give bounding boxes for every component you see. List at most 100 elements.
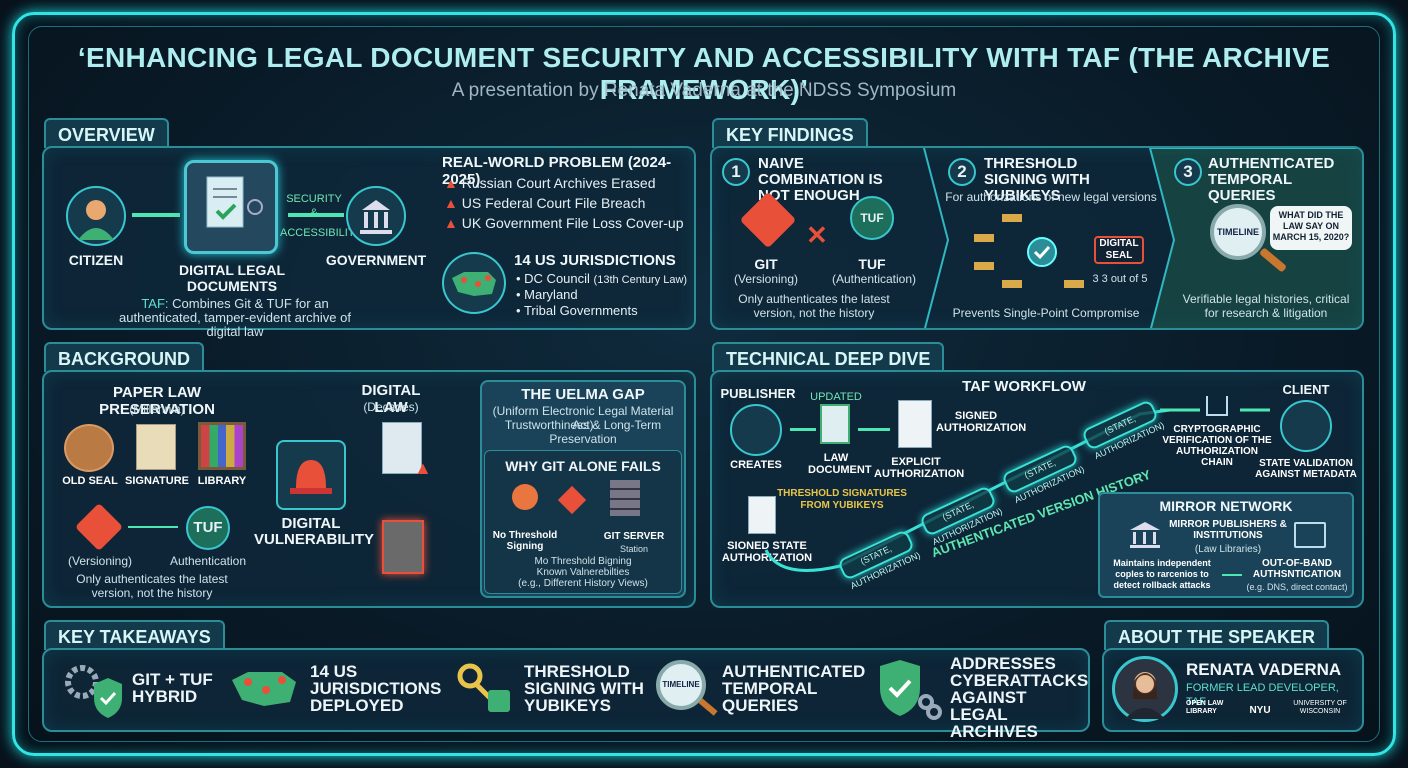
warning-icon: ▲	[444, 195, 458, 211]
state-validation-label: STATE VALIDATION AGAINST METADATA	[1255, 458, 1357, 480]
inner-frame	[28, 26, 1380, 742]
arrow-bottom-label: ACCESSIBILITY	[280, 227, 362, 239]
versioning-label: (Versioning)	[67, 554, 133, 568]
cross-icon: ✕	[806, 220, 828, 250]
speaker-role: FORMER LEAD DEVELOPER, TAF	[1186, 682, 1339, 708]
citizen-docs-arrow	[132, 213, 180, 217]
logo-nyu: NYU	[1249, 705, 1271, 716]
timeline-lens-icon: TIMELINE	[1210, 204, 1266, 260]
old-seal-icon	[64, 424, 114, 472]
publisher-label: PUBLISHER	[720, 386, 796, 401]
uelma-title: THE UELMA GAP	[521, 386, 645, 403]
page-subtitle: A presentation by Renata Vaderna at the …	[451, 80, 957, 101]
hands-icon	[730, 404, 782, 456]
mirror-publishers: MIRROR PUBLISHERS & INSTITUTIONS	[1169, 519, 1287, 541]
problem-title: REAL-WORLD PROBLEM (2024-2025)	[442, 154, 672, 188]
why-left-label: No Threshold Signing	[492, 530, 558, 552]
uelma-sub: (Uniform Electronic Legal Material Act)	[492, 404, 674, 432]
background-note: Only authenticates the latest version, n…	[76, 572, 228, 600]
tuf-badge: TUF	[186, 506, 230, 550]
authentication-label: Authentication	[169, 554, 247, 568]
deep-dive-tag: TECHNICAL DEEP DIVE	[712, 342, 945, 372]
download-icon	[1206, 396, 1228, 416]
gear-shield-icon	[60, 658, 124, 720]
finding-3-title: AUTHENTICATED TEMPORAL QUERIES	[1208, 155, 1335, 204]
tuf-label: TUF	[858, 256, 886, 272]
explicit-label: EXPLICIT AUTHORIZATION	[874, 456, 965, 480]
git-label: GIT	[754, 256, 778, 272]
overview-tag: OVERVIEW	[44, 118, 169, 148]
mirror-right-note: OUT-OF-BAND AUTHSNTICATION	[1252, 558, 1342, 580]
computer-icon	[1294, 522, 1326, 548]
threshold-count: 3 3 out of 5	[1092, 273, 1148, 285]
digital-seal-label: DIGITAL SEAL	[1099, 238, 1139, 261]
git-tuf-link	[128, 526, 178, 528]
crypto-label: CRYPTOGRAPHIC VERIFICATION OF THE AUTHOR…	[1162, 424, 1272, 468]
tuf-badge: TUF	[850, 196, 894, 240]
paper-title: PAPER LAW PRESERVATION	[99, 384, 215, 418]
why-note-3: (e.g., Different History Views)	[518, 578, 648, 589]
why-note-2: Known Valnerebilties	[536, 567, 630, 578]
server-icon	[610, 480, 640, 516]
warning-icon: ▲	[444, 215, 458, 231]
mirror-left-note: Maintains independent coples to rarcenio…	[1113, 558, 1211, 590]
why-right-sub: Station	[619, 544, 649, 554]
findings-tag: KEY FINDINGS	[712, 118, 868, 148]
citizen-label: CITIZEN	[68, 252, 124, 268]
library-icon	[198, 422, 246, 470]
finding-1-note: Only authenticates the latest version, n…	[738, 292, 890, 320]
digital-law-sub: (Decades)	[363, 400, 419, 414]
problem-item: ▲ US Federal Court File Breach	[444, 195, 646, 211]
yubikeys-icon	[968, 206, 1088, 296]
finding-2-note: Prevents Single-Point Compromise	[952, 306, 1140, 320]
problem-item: ▲ UK Government File Loss Cover-up	[444, 215, 684, 231]
avatar	[1112, 656, 1178, 722]
takeaway-1: GIT + TUF HYBRID	[132, 670, 213, 706]
finding-3-number: 3	[1174, 158, 1202, 186]
logo-open-law-library: OPEN LAW LIBRARY	[1186, 700, 1224, 715]
finding-3-note: Verifiable legal histories, critical for…	[1182, 292, 1350, 320]
workflow-title: TAF WORKFLOW	[962, 378, 1086, 395]
logo-wisconsin: UNIVERSITY OF WISCONSIN	[1293, 700, 1347, 715]
takeaway-4: AUTHENTICATED TEMPORAL QUERIES	[722, 662, 866, 715]
timeline-lens-icon: TIMELINE	[656, 660, 706, 710]
mirror-right-sub: (e.g. DNS, direct contact)	[1246, 582, 1348, 592]
user-icon	[512, 484, 538, 510]
corrupted-document-icon	[382, 520, 424, 574]
mirror-publishers-sub: (Law Libraries)	[1194, 544, 1262, 555]
docs-label: DIGITAL LEGAL DOCUMENTS	[178, 262, 286, 294]
shield-chain-icon	[876, 658, 942, 720]
warning-icon: ▲	[414, 458, 432, 478]
taf-summary: TAF: Combines Git & TUF for an authentic…	[119, 296, 351, 339]
signed-state-document-icon	[748, 496, 776, 534]
signed-label: SIGNED AUTHORIZATION	[936, 410, 1027, 434]
vulnerability-label: DIGITAL VULNERABILITY	[254, 515, 374, 548]
digital-seal-box	[1094, 236, 1144, 264]
building-icon	[360, 200, 392, 234]
problem-item: ▲ Russian Court Archives Erased	[444, 175, 656, 191]
us-map-icon	[442, 252, 506, 314]
digital-law-title: DIGITAL LAW	[361, 382, 421, 416]
jurisdictions-title: 14 US JURISDICTIONS	[514, 252, 676, 269]
government-badge	[346, 186, 406, 246]
us-map-icon	[228, 660, 300, 716]
key-lock-icon	[452, 660, 514, 718]
finding-1-number: 1	[722, 158, 750, 186]
flow-arrow	[790, 428, 816, 431]
updated-label: UPDATED	[810, 391, 862, 403]
takeaway-5: ADDRESSES CYBERATTACKS AGAINST LEGAL ARC…	[950, 654, 1089, 741]
signature-icon	[136, 424, 176, 470]
threshold-label: THRESHOLD SIGNATURES FROM YUBIKEYS	[777, 488, 907, 511]
finding-2-sub: For authorizations of new legal versions	[945, 190, 1157, 204]
client-label: CLIENT	[1282, 382, 1330, 397]
signed-state-label: SIONED STATE AUTHORIZATION	[721, 540, 813, 564]
why-git-title: WHY GIT ALONE FAILS	[505, 458, 661, 474]
jurisdiction-item: • Tribal Governments	[516, 303, 638, 318]
jurisdiction-item: • Maryland	[516, 287, 578, 302]
creates-label: CREATES	[730, 459, 782, 471]
person-icon	[78, 200, 114, 240]
query-bubble: WHAT DID THE LAW SAY ON MARCH 15, 2020?	[1270, 206, 1352, 250]
speaker-tag: ABOUT THE SPEAKER	[1104, 620, 1330, 650]
mirror-title: MIRROR NETWORK	[1159, 498, 1293, 514]
why-note-1: Mo Threshold Bigning	[534, 556, 632, 567]
